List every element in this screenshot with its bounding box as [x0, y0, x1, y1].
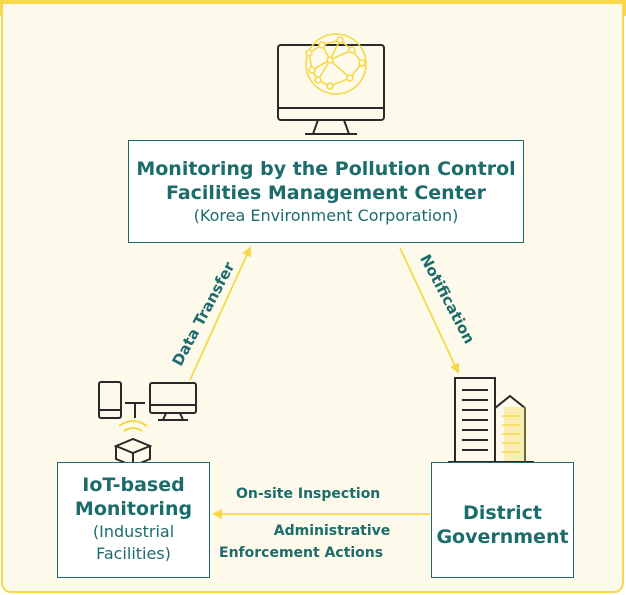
iot-monitoring-box: IoT-based Monitoring (Industrial Facilit… — [57, 462, 210, 578]
arrow-data-transfer — [189, 246, 252, 381]
monitoring-center-title-2: Facilities Management Center — [165, 182, 487, 204]
iot-subtitle-2: Facilities) — [96, 544, 171, 563]
iot-title-1: IoT-based — [82, 474, 185, 496]
enforcement-actions-label: Enforcement Actions — [219, 545, 384, 561]
iot-title-2: Monitoring — [74, 498, 193, 520]
onsite-inspection-label: On-site Inspection — [236, 486, 381, 502]
administrative-label: Administrative — [273, 523, 391, 539]
building-icon — [448, 377, 534, 463]
monitoring-center-subtitle: (Korea Environment Corporation) — [193, 206, 459, 225]
district-title-2: Government — [436, 526, 569, 548]
iot-sensor-icon — [113, 420, 153, 468]
phone-icon — [98, 381, 145, 419]
district-government-box: District Government — [431, 462, 574, 578]
globe-monitor-icon — [277, 33, 385, 135]
iot-subtitle-1: (Industrial — [92, 522, 175, 541]
monitoring-center-box: Monitoring by the Pollution Control Faci… — [128, 140, 524, 243]
monitoring-center-title-1: Monitoring by the Pollution Control — [136, 158, 516, 180]
district-title-1: District — [463, 502, 542, 524]
desktop-icon — [149, 382, 197, 421]
arrow-notification — [399, 247, 460, 374]
